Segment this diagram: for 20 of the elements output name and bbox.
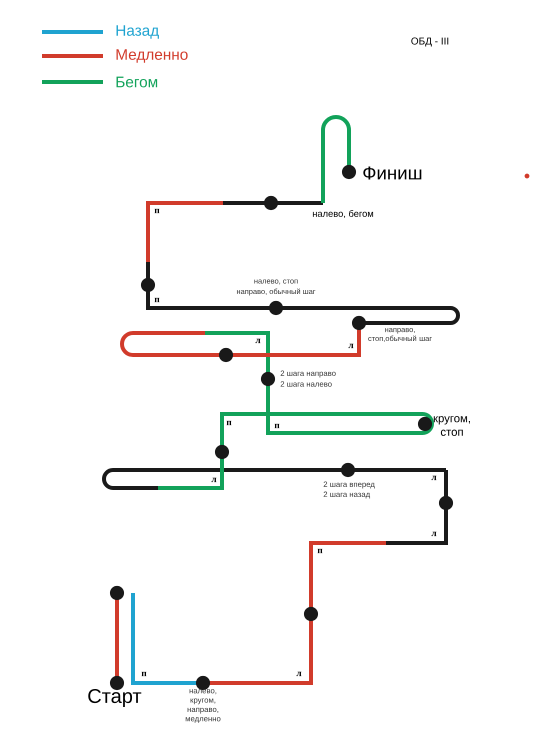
- place-label: Старт: [88, 688, 142, 708]
- turn-marker: п: [142, 672, 146, 676]
- legend-text: Назад: [116, 25, 159, 39]
- turn-marker: п: [226, 420, 232, 426]
- legend-text: Медленно: [116, 49, 188, 63]
- turn-marker: л: [432, 532, 436, 536]
- title: ОБД - III: [411, 38, 448, 46]
- command-note: налево, бегом: [312, 210, 374, 218]
- legend-text: Бегом: [116, 76, 158, 88]
- turn-marker: п: [318, 548, 322, 554]
- place-label: Финиш: [363, 166, 422, 180]
- turn-marker: л: [211, 478, 216, 482]
- turn-marker: п: [154, 208, 160, 214]
- turn-marker: л: [348, 344, 354, 348]
- turn-marker: п: [274, 424, 280, 428]
- command-note: кругом, стоп: [434, 416, 470, 436]
- turn-marker: л: [432, 476, 436, 480]
- turn-marker: л: [296, 672, 302, 676]
- turn-marker: п: [154, 298, 160, 302]
- turn-marker: л: [255, 338, 260, 344]
